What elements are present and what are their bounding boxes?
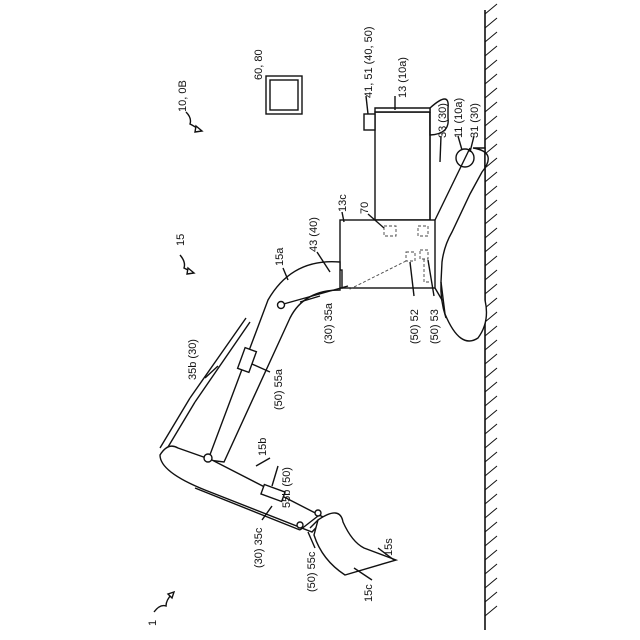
label-cab-sensor: 43 (40)	[308, 217, 320, 252]
hatch-mark	[485, 214, 497, 224]
hatch-mark	[485, 144, 497, 154]
hatch-mark	[485, 494, 497, 504]
label-overall: 1	[147, 620, 159, 626]
arrow-work-machine-icon	[180, 255, 194, 274]
hatch-mark	[485, 410, 497, 420]
label-boom-mark: (50) 55a	[273, 368, 285, 410]
label-track-sensor: 31 (30)	[469, 103, 481, 138]
hatch-mark	[485, 424, 497, 434]
label-bucket-tip: 15s	[383, 538, 395, 556]
hatch-mark	[485, 74, 497, 84]
hatch-mark	[485, 32, 497, 42]
label-antenna: 41, 51 (40, 50)	[363, 26, 375, 98]
arrow-system-icon	[186, 112, 202, 132]
hatch-mark	[485, 186, 497, 196]
hatch-mark	[485, 172, 497, 182]
label-bucket-mark: (50) 55c	[306, 551, 318, 592]
label-ctrl-b: (50) 53	[429, 309, 441, 344]
label-cab: 13c	[337, 194, 349, 212]
arrow-overall-icon	[154, 592, 174, 612]
hatch-mark	[485, 508, 497, 518]
hatch-mark	[485, 396, 497, 406]
hatch-mark	[485, 116, 497, 126]
hatch-mark	[485, 200, 497, 210]
hatch-mark	[485, 46, 497, 56]
hatch-mark	[485, 606, 497, 616]
label-system: 10, 0B	[177, 80, 189, 112]
hatch-mark	[485, 256, 497, 266]
hatch-mark	[485, 284, 497, 294]
label-work-machine: 15	[175, 234, 187, 246]
hatch-mark	[485, 326, 497, 336]
label-boom-cyl: 35b (30)	[187, 339, 199, 380]
hatch-mark	[485, 102, 497, 112]
label-sensor-body: 33 (30)	[437, 103, 449, 138]
label-ctrl-a: (50) 52	[409, 309, 421, 344]
hatch-mark	[485, 382, 497, 392]
label-arm: 15b	[257, 438, 269, 456]
hatch-mark	[485, 242, 497, 252]
hatch-mark	[485, 536, 497, 546]
hatch-mark	[485, 340, 497, 350]
hatch-mark	[485, 480, 497, 490]
upper-body	[364, 99, 448, 220]
label-arm-cyl: (30) 35c	[253, 527, 265, 568]
hatch-mark	[485, 228, 497, 238]
hatch-mark	[485, 452, 497, 462]
arm	[160, 446, 325, 532]
label-bucket: 15c	[363, 584, 375, 602]
hatch-mark	[485, 270, 497, 280]
hatch-mark	[485, 60, 497, 70]
hatch-mark	[485, 592, 497, 602]
hatch-mark	[485, 522, 497, 532]
hatch-mark	[485, 578, 497, 588]
label-terminal: 60, 80	[253, 49, 265, 80]
hatch-mark	[485, 466, 497, 476]
label-boom-cyl-sensor: (30) 35a	[323, 302, 335, 344]
boom	[208, 262, 348, 462]
label-body: 13 (10a)	[397, 57, 409, 98]
terminal-icon	[266, 76, 302, 114]
hatch-mark	[485, 354, 497, 364]
hatch-mark	[485, 130, 497, 140]
hatch-mark	[485, 438, 497, 448]
hatch-mark	[485, 368, 497, 378]
hatch-mark	[485, 564, 497, 574]
hatch-mark	[485, 88, 497, 98]
label-track: 11 (10a)	[453, 98, 465, 138]
hatch-mark	[485, 18, 497, 28]
hatch-mark	[485, 4, 497, 14]
label-boom: 15a	[274, 247, 286, 266]
label-arm-mark: 55b (50)	[281, 467, 293, 508]
label-controller: 70	[359, 202, 371, 214]
hatch-mark	[485, 550, 497, 560]
crawler-track	[441, 148, 488, 341]
